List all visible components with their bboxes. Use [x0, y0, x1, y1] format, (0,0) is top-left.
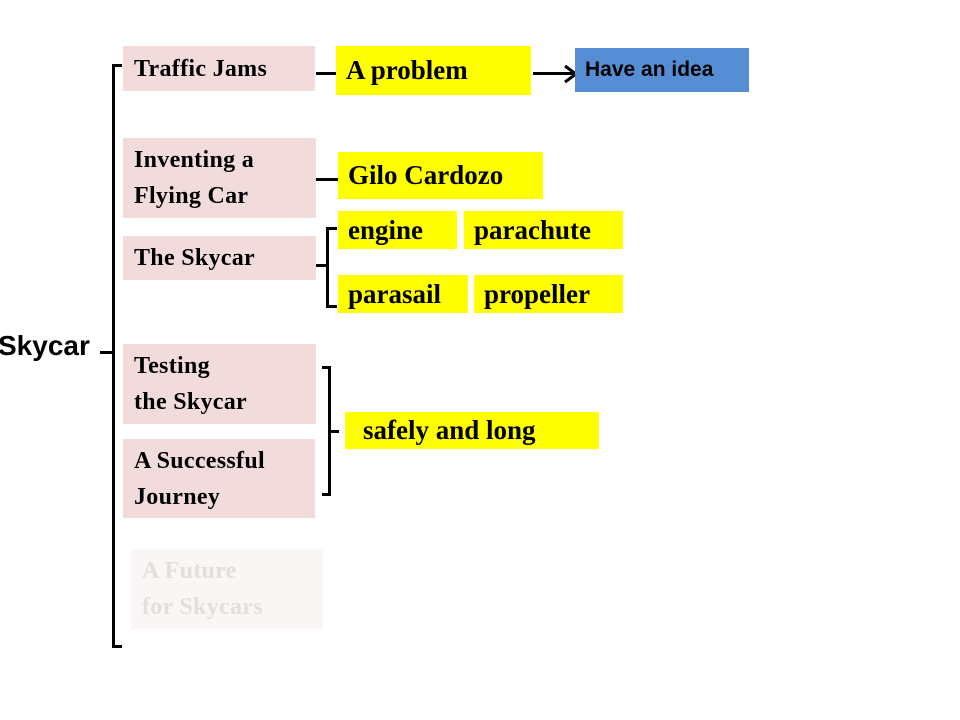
section-inventing: Inventing a Flying Car	[123, 138, 316, 218]
section-traffic-jams: Traffic Jams	[123, 46, 315, 91]
parts-bracket-top	[326, 227, 337, 230]
parts-bracket	[326, 227, 329, 308]
section-the-skycar: The Skycar	[123, 236, 316, 280]
root-connector	[100, 351, 113, 354]
testing-box: safely and long	[345, 412, 599, 449]
part-parasail: parasail	[338, 275, 468, 313]
section-label: Flying Car	[134, 183, 249, 209]
section-testing: Testing the Skycar	[123, 344, 316, 424]
section-label: the Skycar	[134, 389, 247, 415]
section-future: A Future for Skycars	[131, 549, 323, 629]
main-bracket-bottom	[112, 645, 122, 648]
arrow-line	[533, 72, 573, 75]
inventor-box: Gilo Cardozo	[338, 152, 543, 199]
connector-problem	[316, 72, 336, 75]
part-propeller: propeller	[474, 275, 623, 313]
section-label: A Successful	[134, 448, 265, 474]
section-label: Journey	[134, 484, 221, 510]
section-successful-journey: A Successful Journey	[123, 439, 315, 518]
testing-bracket-top	[322, 366, 331, 369]
parts-bracket-stub	[316, 264, 327, 267]
problem-box: A problem	[336, 46, 531, 95]
part-engine: engine	[338, 211, 457, 249]
parts-bracket-bottom	[326, 305, 337, 308]
section-label: Traffic Jams	[134, 56, 268, 82]
main-bracket-top	[112, 64, 122, 67]
connector-inventor	[316, 178, 338, 181]
section-label: Inventing a	[134, 147, 254, 173]
section-label: A Future	[142, 558, 237, 584]
testing-bracket-stub	[328, 430, 339, 433]
main-bracket	[112, 64, 115, 648]
section-label: Testing	[134, 353, 210, 379]
section-label: The Skycar	[134, 245, 256, 271]
section-label: for Skycars	[142, 594, 263, 620]
root-label: Skycar	[0, 330, 90, 361]
part-parachute: parachute	[464, 211, 623, 249]
testing-bracket-bottom	[322, 493, 331, 496]
idea-box: Have an idea	[575, 48, 749, 92]
